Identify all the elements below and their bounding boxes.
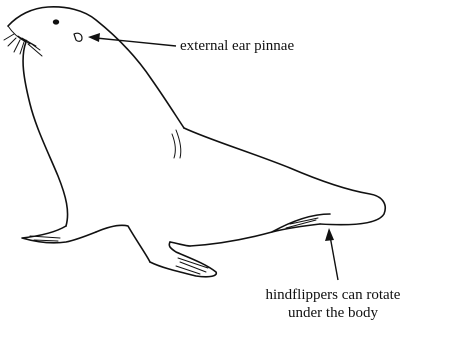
hindflippers-label: hindflippers can rotate under the body <box>233 286 433 322</box>
hindflipper-rear <box>272 214 330 232</box>
front-flipper-left <box>22 226 96 243</box>
sea-lion-inner-leg <box>170 242 190 246</box>
sea-lion-chest-outline <box>23 42 68 226</box>
sea-lion-belly-outline <box>190 232 272 246</box>
eye <box>53 19 59 24</box>
sea-lion-head-outline <box>8 7 184 128</box>
ear-arrow-head <box>88 33 100 42</box>
hindflippers-label-line1: hindflippers can rotate <box>233 286 433 304</box>
neck-fold <box>172 130 181 158</box>
ear-arrow-line <box>96 38 176 46</box>
front-leg-inner <box>96 225 150 262</box>
ear-pinna <box>74 33 82 41</box>
sea-lion-back-outline <box>184 128 385 225</box>
ear-pinnae-label: external ear pinnae <box>180 37 294 55</box>
hindflippers-label-line2: under the body <box>233 304 433 322</box>
flipper-arrow-line <box>330 236 338 280</box>
flipper-arrow-head <box>325 228 334 241</box>
